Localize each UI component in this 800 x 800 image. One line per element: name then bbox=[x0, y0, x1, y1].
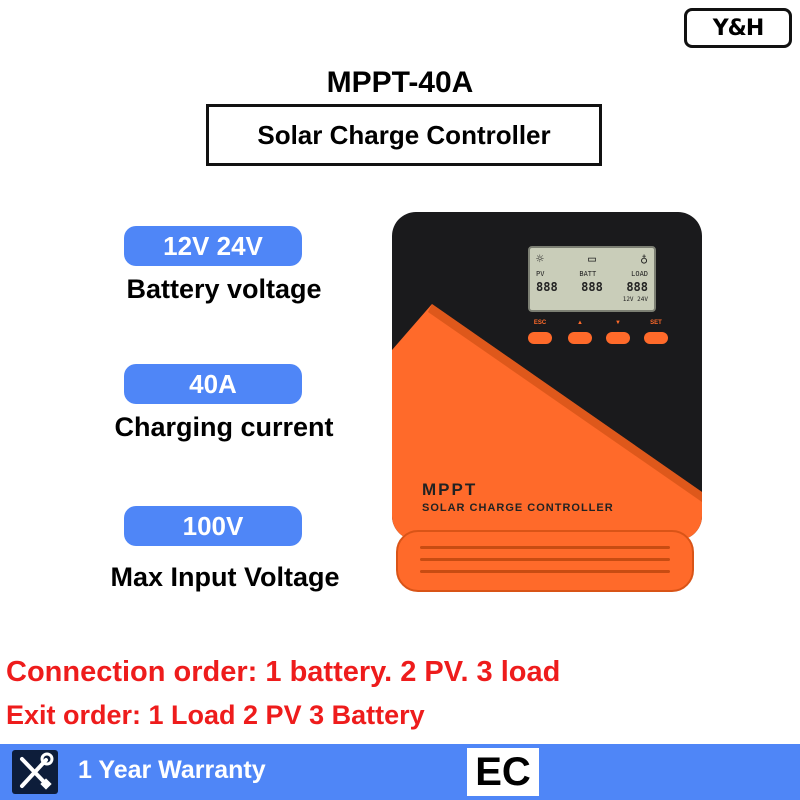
terminal-ridge bbox=[420, 570, 670, 573]
device-orange-panel bbox=[392, 304, 702, 540]
device-print-subtitle: SOLAR CHARGE CONTROLLER bbox=[422, 502, 614, 514]
charge-controller-device: ☼ ▭ ♁ PV BATT LOAD 888 888 888 12V 24V E… bbox=[392, 212, 702, 592]
product-subtitle-box: Solar Charge Controller bbox=[206, 104, 602, 166]
spec-value: 40A bbox=[189, 368, 237, 399]
warranty-text: 1 Year Warranty bbox=[78, 756, 266, 784]
spec-charging-current-label: Charging current bbox=[114, 412, 334, 442]
device-button-set bbox=[644, 332, 668, 344]
device-button-esc bbox=[528, 332, 552, 344]
exit-order-note: Exit order: 1 Load 2 PV 3 Battery bbox=[6, 700, 425, 730]
terminal-ridge bbox=[420, 558, 670, 561]
lcd-voltage-text: 12V 24V bbox=[622, 296, 648, 303]
battery-icon: ▭ bbox=[588, 252, 596, 267]
certification-mark: EC bbox=[467, 748, 539, 796]
lcd-label-load: LOAD bbox=[631, 270, 648, 278]
spec-value: 12V 24V bbox=[163, 230, 263, 261]
spec-max-input-voltage-badge: 100V bbox=[124, 506, 302, 546]
spec-max-input-voltage-label: Max Input Voltage bbox=[110, 562, 340, 592]
device-button-esc-label: ESC bbox=[533, 320, 547, 326]
lcd-label-batt: BATT bbox=[579, 270, 597, 278]
bulb-icon: ♁ bbox=[640, 252, 648, 267]
device-button-down-label: ▼ bbox=[615, 320, 621, 326]
device-terminal-cover bbox=[396, 530, 694, 592]
certification-text: EC bbox=[475, 749, 531, 794]
device-button-set-label: SET bbox=[650, 320, 662, 326]
footer-bar: 1 Year Warranty EC bbox=[0, 744, 800, 800]
lcd-digits-load: 888 bbox=[626, 280, 648, 294]
spec-value: 100V bbox=[182, 510, 244, 541]
terminal-ridge bbox=[420, 546, 670, 549]
lcd-display: ☼ ▭ ♁ PV BATT LOAD 888 888 888 12V 24V bbox=[528, 246, 656, 312]
model-title: MPPT-40A bbox=[326, 66, 474, 99]
brand-logo: Y&H bbox=[684, 8, 792, 48]
connection-order-note: Connection order: 1 battery. 2 PV. 3 loa… bbox=[6, 656, 561, 688]
device-body: ☼ ▭ ♁ PV BATT LOAD 888 888 888 12V 24V E… bbox=[392, 212, 702, 540]
lcd-icons-row: ☼ ▭ ♁ bbox=[536, 252, 648, 270]
device-print-title: MPPT bbox=[422, 480, 478, 499]
spec-battery-voltage-badge: 12V 24V bbox=[124, 226, 302, 266]
spec-battery-voltage-label: Battery voltage bbox=[126, 274, 322, 304]
lcd-digits-batt: 888 bbox=[581, 280, 603, 294]
lcd-digits-row: 888 888 888 bbox=[536, 280, 648, 298]
tools-icon bbox=[12, 750, 58, 794]
product-subtitle: Solar Charge Controller bbox=[257, 119, 551, 150]
brand-logo-text: Y&H bbox=[712, 15, 765, 41]
lcd-label-pv: PV bbox=[536, 270, 545, 278]
device-button-up-label: ▲ bbox=[577, 320, 583, 326]
lcd-digits-pv: 888 bbox=[536, 280, 558, 294]
sun-icon: ☼ bbox=[536, 252, 544, 267]
spec-charging-current-badge: 40A bbox=[124, 364, 302, 404]
device-button-down bbox=[606, 332, 630, 344]
lcd-labels-row: PV BATT LOAD bbox=[536, 270, 648, 288]
device-button-up bbox=[568, 332, 592, 344]
lcd-voltage-row: 12V 24V bbox=[536, 296, 648, 314]
